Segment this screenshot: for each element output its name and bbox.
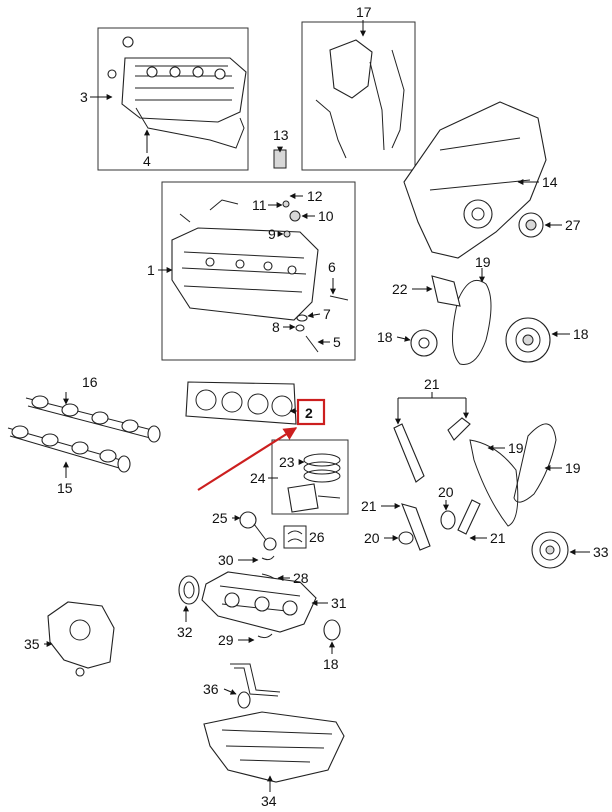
callout-20a: 20 <box>438 484 454 500</box>
timing-cover-box <box>301 21 416 171</box>
piston-rings <box>303 453 341 483</box>
callout-25: 25 <box>212 510 228 526</box>
callout-30: 30 <box>218 552 234 568</box>
callout-6: 6 <box>328 259 336 275</box>
part-11 <box>282 200 290 208</box>
valve-cover-box <box>97 27 249 171</box>
timing-cover-gaskets <box>315 39 405 159</box>
callout-16: 16 <box>82 374 98 390</box>
callout-26: 26 <box>309 529 325 545</box>
callout-4: 4 <box>143 153 151 169</box>
callout-24: 24 <box>250 470 266 486</box>
callout-31: 31 <box>331 595 347 611</box>
camshaft-upper <box>25 395 161 443</box>
callout-19b: 19 <box>508 440 524 456</box>
callout-27: 27 <box>565 217 581 233</box>
highlight-arrow <box>197 427 298 491</box>
callout-2: 2 <box>305 405 313 421</box>
callout-14: 14 <box>542 174 558 190</box>
timing-guides <box>393 417 557 551</box>
oil-pan <box>203 711 345 783</box>
crank-pulley-33 <box>531 531 569 569</box>
callout-29: 29 <box>218 632 234 648</box>
part-22-tensioner <box>431 275 461 307</box>
highlighted-callout-2[interactable]: 2 <box>197 398 326 491</box>
highlight-box[interactable] <box>296 398 326 426</box>
callout-17: 17 <box>356 4 372 20</box>
cylinder-head <box>171 199 319 321</box>
part-10 <box>289 210 301 222</box>
callout-34: 34 <box>261 793 277 809</box>
timing-chain-upper <box>451 280 492 365</box>
bearing-30 <box>261 555 275 561</box>
callout-5: 5 <box>333 334 341 350</box>
callout-12: 12 <box>307 188 323 204</box>
callout-33: 33 <box>593 544 609 560</box>
callout-1: 1 <box>147 262 155 278</box>
cam-sprocket-right <box>505 317 551 363</box>
callout-20b: 20 <box>364 530 380 546</box>
piston-box <box>271 439 349 515</box>
callout-13: 13 <box>273 127 289 143</box>
part-27-pulley <box>518 212 544 238</box>
callout-18b: 18 <box>573 326 589 342</box>
callout-7: 7 <box>323 306 331 322</box>
oil-pump <box>47 601 115 677</box>
callout-18a: 18 <box>377 329 393 345</box>
cylinder-head-box <box>161 181 356 361</box>
callout-19a: 19 <box>475 254 491 270</box>
valve-cover <box>107 36 247 123</box>
callout-22: 22 <box>392 281 408 297</box>
callout-10: 10 <box>318 208 334 224</box>
callout-11: 11 <box>252 197 267 213</box>
part-13-sensor <box>273 149 287 169</box>
callouts: 3 4 17 13 14 27 12 11 10 9 1 6 7 8 5 19 <box>24 4 609 809</box>
callout-19c: 19 <box>565 460 581 476</box>
callout-9: 9 <box>268 226 276 242</box>
callout-23: 23 <box>279 454 295 470</box>
camshaft-lower <box>7 425 131 473</box>
callout-36: 36 <box>203 681 219 697</box>
cam-sprocket-left <box>410 329 438 357</box>
valves <box>295 295 349 353</box>
connecting-rod <box>239 511 277 551</box>
oil-pickup <box>230 663 281 709</box>
piston <box>287 483 341 513</box>
callout-32: 32 <box>177 624 193 640</box>
callout-21a: 21 <box>424 376 440 392</box>
bearing-29 <box>257 633 273 639</box>
part-9 <box>283 230 291 238</box>
front-engine-cover <box>403 101 547 259</box>
callout-28: 28 <box>293 570 309 586</box>
callout-35: 35 <box>24 636 40 652</box>
head-gasket <box>185 381 297 425</box>
callout-18c: 18 <box>323 656 339 672</box>
callout-8: 8 <box>272 319 280 335</box>
callout-3: 3 <box>80 89 88 105</box>
callout-21c: 21 <box>490 530 506 546</box>
front-seal-18 <box>323 619 341 641</box>
rear-seal-32 <box>178 575 200 605</box>
valve-cover-gasket <box>135 107 245 149</box>
crankshaft <box>201 571 317 633</box>
callout-21b: 21 <box>361 498 377 514</box>
rod-bearing <box>283 525 307 549</box>
callout-15: 15 <box>57 480 73 496</box>
